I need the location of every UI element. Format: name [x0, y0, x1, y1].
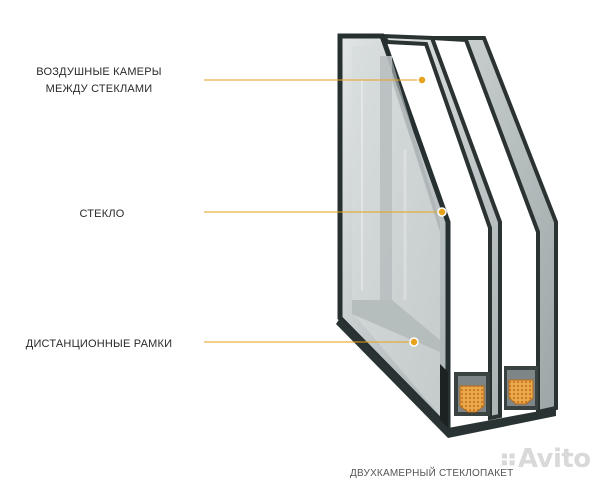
leader-glass	[204, 207, 447, 217]
avito-watermark-text: Avito	[517, 444, 591, 474]
label-air-chambers-line2: МЕЖДУ СТЕКЛАМИ	[45, 83, 153, 95]
unit-bottom-edge	[336, 318, 556, 438]
diagram-caption: ДВУХКАМЕРНЫЙ СТЕКЛОПАКЕТ	[350, 468, 514, 479]
label-spacer-frames: ДИСТАНЦИОННЫЕ РАМКИ	[25, 338, 173, 350]
label-air-chambers-line1: ВОЗДУШНЫЕ КАМЕРЫ	[36, 66, 162, 78]
front-glass-pane	[337, 33, 451, 435]
spacer-frame-2	[504, 366, 538, 410]
middle-glass-pane	[376, 33, 502, 421]
avito-dots-icon: ⠶	[498, 444, 518, 474]
label-glass: СТЕКЛО	[79, 208, 125, 220]
spacer-frame-1	[454, 372, 490, 416]
avito-watermark-logo: ⠶Avito	[498, 444, 591, 474]
label-air-chambers: ВОЗДУШНЫЕ КАМЕРЫ МЕЖДУ СТЕКЛАМИ	[26, 64, 172, 98]
leader-air-chambers	[204, 75, 427, 85]
leader-spacer-frames	[204, 337, 419, 347]
